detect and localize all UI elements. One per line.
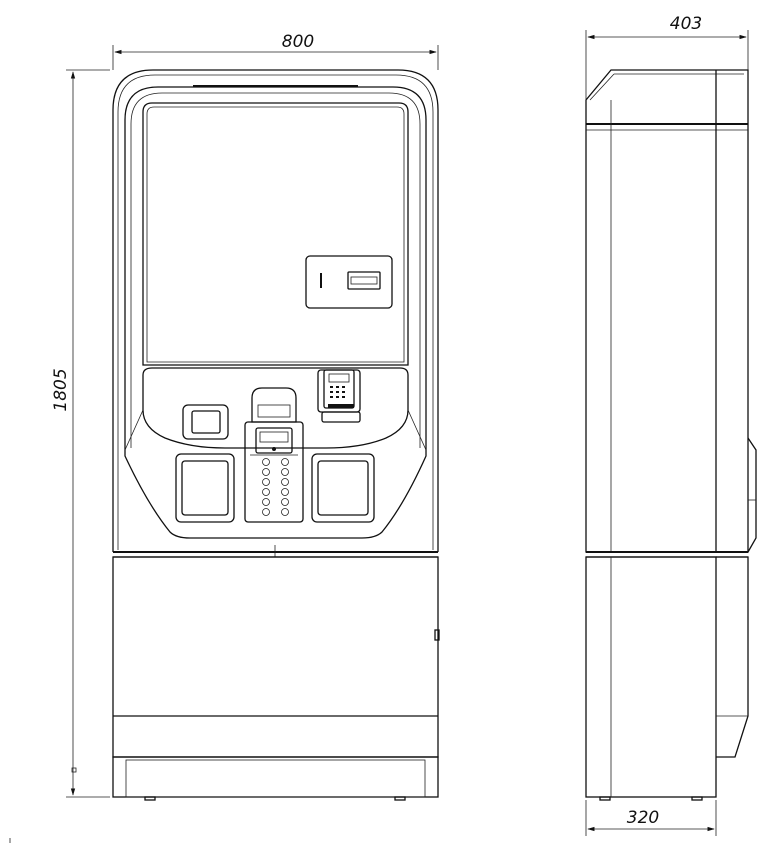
width-label: 800 bbox=[282, 32, 314, 52]
depth-top-label: 403 bbox=[670, 14, 702, 34]
pin-pad-module bbox=[244, 421, 304, 523]
depth-bottom-dimension: 320 bbox=[585, 800, 717, 836]
side-view bbox=[585, 69, 757, 801]
printer-slot bbox=[251, 387, 297, 423]
side-panel-protrusion bbox=[747, 437, 757, 553]
control-panel-outline bbox=[124, 450, 427, 539]
touch-screen bbox=[142, 102, 409, 366]
lower-cabinet bbox=[112, 556, 439, 758]
keypad-buttons bbox=[262, 458, 289, 516]
height-dimension: 1805 bbox=[51, 69, 110, 798]
left-dispenser-panel bbox=[175, 453, 235, 523]
front-view bbox=[112, 69, 440, 801]
depth-top-dimension: 403 bbox=[585, 14, 749, 100]
plinth bbox=[112, 756, 439, 798]
bill-acceptor bbox=[305, 255, 393, 309]
side-upper-body bbox=[585, 69, 749, 553]
depth-bottom-label: 320 bbox=[627, 808, 659, 828]
control-panel-face bbox=[142, 367, 409, 449]
height-label: 1805 bbox=[51, 368, 71, 411]
card-reader bbox=[182, 404, 229, 440]
right-dispenser-panel bbox=[311, 453, 375, 523]
front-housing-outline bbox=[112, 69, 439, 552]
width-dimension: 800 bbox=[112, 32, 439, 70]
side-lower-body bbox=[585, 556, 717, 798]
screen-bezel bbox=[124, 86, 427, 450]
